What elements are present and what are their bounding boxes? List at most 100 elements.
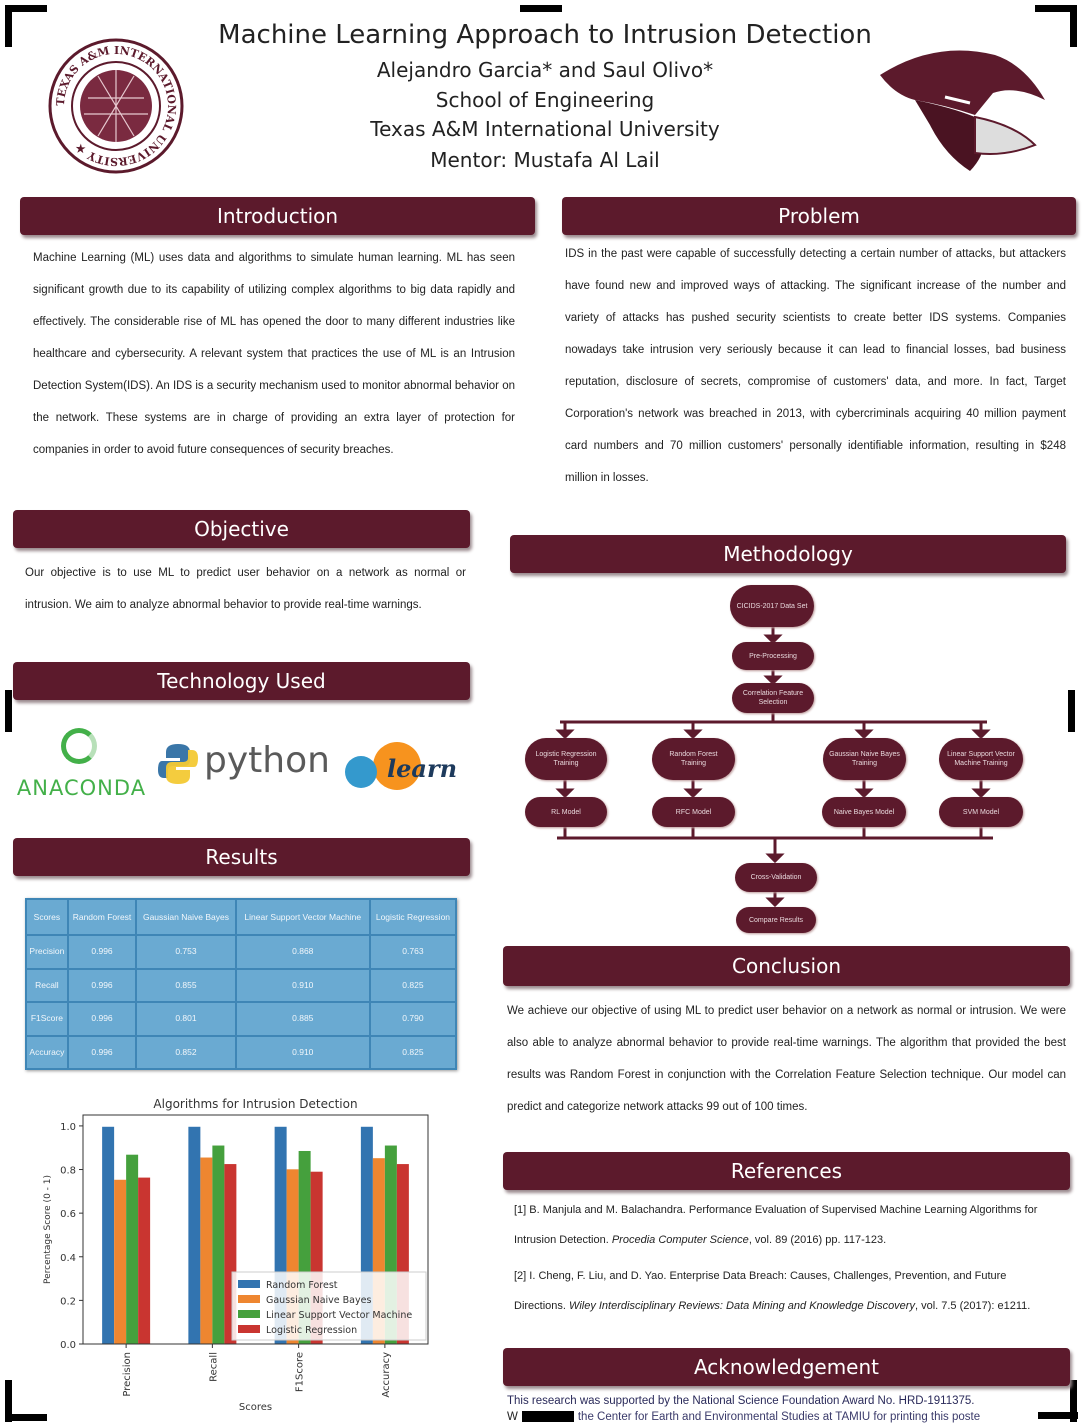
y-tick-label: 0.0	[60, 1340, 76, 1351]
node-svm-model: SVM Model	[939, 797, 1023, 827]
table-cell: 0.996	[66, 934, 138, 970]
column-header: Scores	[25, 898, 69, 936]
reference-journal: Wiley Interdisciplinary Reviews: Data Mi…	[569, 1300, 915, 1312]
introduction-heading: Introduction	[20, 197, 535, 235]
legend-label: Gaussian Naive Bayes	[266, 1295, 371, 1306]
bar-logistic-regression	[138, 1177, 151, 1344]
plot-frame	[82, 1114, 429, 1345]
table-cell: 0.885	[234, 1001, 371, 1037]
column-header: Gaussian Naive Bayes	[135, 898, 237, 936]
chart-title: Algorithms for Intrusion Detection	[153, 1097, 357, 1111]
y-tick-label: 0.2	[60, 1296, 76, 1307]
node-gnb-training: Gaussian Naive Bayes Training	[823, 738, 906, 780]
crop-mark	[5, 5, 12, 47]
row-label: Accuracy	[25, 1034, 69, 1070]
crop-mark	[520, 5, 562, 12]
node-preprocessing: Pre-Processing	[732, 642, 814, 670]
table-header-row: Scores Random Forest Gaussian Naive Baye…	[25, 898, 458, 936]
bar-gaussian-naive-bayes	[114, 1179, 127, 1344]
table-row: F1Score 0.996 0.801 0.885 0.790	[25, 1001, 458, 1037]
node-gnb-model: Naive Bayes Model	[822, 797, 906, 827]
mentor: Mentor: Mustafa Al Lail	[430, 148, 660, 172]
crop-mark	[1035, 5, 1077, 12]
table-row: Recall 0.996 0.855 0.910 0.825	[25, 967, 458, 1003]
node-dataset: CICIDS-2017 Data Set	[730, 585, 814, 627]
acknowledgement-text: This research was supported by the Natio…	[507, 1393, 1067, 1425]
results-bar-chart: Algorithms for Intrusion DetectionPrecis…	[43, 1097, 429, 1413]
crop-mark	[5, 690, 12, 732]
poster-title: Machine Learning Approach to Intrusion D…	[218, 20, 872, 50]
python-wordmark: python	[204, 740, 330, 781]
node-svm-training: Linear Support Vector Machine Training	[939, 738, 1023, 780]
x-tick-label: Precision	[122, 1352, 133, 1397]
reference-item: [1] B. Manjula and M. Balachandra. Perfo…	[514, 1195, 1044, 1255]
y-tick-label: 0.8	[60, 1166, 76, 1177]
anaconda-ring-icon	[61, 728, 97, 764]
table-cell: 0.852	[135, 1034, 237, 1070]
table-cell: 0.753	[135, 934, 237, 970]
table-row: Accuracy 0.996 0.852 0.910 0.825	[25, 1034, 458, 1070]
x-axis-label: Scores	[239, 1402, 272, 1413]
legend-label: Logistic Regression	[266, 1325, 357, 1336]
x-tick-label: Recall	[208, 1352, 219, 1382]
table-cell: 0.825	[368, 967, 458, 1003]
acknowledgement-fragment: the Center for Earth and Environmental S…	[577, 1411, 981, 1423]
column-header: Logistic Regression	[368, 898, 458, 936]
objective-heading: Objective	[13, 510, 470, 548]
redaction-bar	[521, 1411, 574, 1423]
legend-swatch	[238, 1310, 260, 1318]
flowchart-connectors	[555, 627, 993, 908]
row-label: Recall	[25, 967, 69, 1003]
x-tick-label: Accuracy	[381, 1352, 392, 1398]
anaconda-logo: ANACONDA	[14, 728, 149, 800]
legend-label: Random Forest	[266, 1280, 338, 1291]
node-rf-model: RFC Model	[652, 797, 735, 827]
crop-mark	[1070, 1380, 1077, 1422]
results-table: Scores Random Forest Gaussian Naive Baye…	[25, 898, 458, 1070]
anaconda-wordmark: ANACONDA	[16, 776, 147, 800]
university-seal-logo: TEXAS A&M INTERNATIONAL UNIVERSITY ★	[48, 38, 184, 174]
methodology-flowchart: CICIDS-2017 Data Set Pre-Processing Corr…	[515, 580, 1065, 940]
crop-mark	[5, 1380, 12, 1422]
conclusion-heading: Conclusion	[503, 946, 1070, 986]
acknowledgement-fragment: W	[507, 1411, 518, 1423]
methodology-heading: Methodology	[510, 535, 1066, 573]
table-cell: 0.868	[234, 934, 371, 970]
node-cross-validation: Cross-Validation	[735, 863, 817, 892]
x-tick-label: F1Score	[295, 1352, 306, 1392]
table-cell: 0.996	[66, 1001, 138, 1037]
y-tick-label: 0.4	[60, 1253, 76, 1264]
objective-text: Our objective is to use ML to predict us…	[25, 567, 466, 611]
reference-text: [1] B. Manjula and M. Balachandra. Perfo…	[514, 1204, 1038, 1246]
scikit-learn-logo: learn	[345, 742, 457, 792]
table-cell: 0.996	[66, 1034, 138, 1070]
row-label: F1Score	[25, 1001, 69, 1037]
problem-text: IDS in the past were capable of successf…	[565, 248, 1066, 484]
problem-heading: Problem	[562, 197, 1076, 235]
reference-details: , vol. 7.5 (2017): e1211.	[914, 1300, 1031, 1312]
acknowledgement-line: This research was supported by the Natio…	[507, 1395, 975, 1407]
table-cell: 0.996	[66, 967, 138, 1003]
python-logo: python	[158, 740, 330, 790]
bar-linear-support-vector-machine	[126, 1154, 139, 1344]
results-heading: Results	[13, 838, 470, 876]
university: Texas A&M International University	[370, 117, 720, 141]
mascot-logo	[880, 50, 1045, 171]
crop-mark	[5, 5, 47, 12]
row-label: Precision	[25, 934, 69, 970]
references-heading: References	[503, 1152, 1070, 1190]
node-lr-model: RL Model	[525, 797, 607, 827]
reference-details: , vol. 89 (2016) pp. 117-123.	[748, 1234, 887, 1246]
y-tick-label: 1.0	[60, 1122, 76, 1133]
legend-box	[231, 1271, 427, 1341]
introduction-text: Machine Learning (ML) uses data and algo…	[33, 252, 515, 456]
table-cell: 0.763	[368, 934, 458, 970]
legend-swatch	[238, 1325, 260, 1333]
bar-linear-support-vector-machine	[212, 1145, 225, 1344]
node-lr-training: Logistic Regression Training	[525, 738, 607, 780]
node-feature-selection: Correlation Feature Selection	[732, 683, 814, 713]
bar-random-forest	[188, 1126, 201, 1344]
crop-mark	[1038, 1412, 1078, 1419]
crop-mark	[5, 1414, 47, 1421]
